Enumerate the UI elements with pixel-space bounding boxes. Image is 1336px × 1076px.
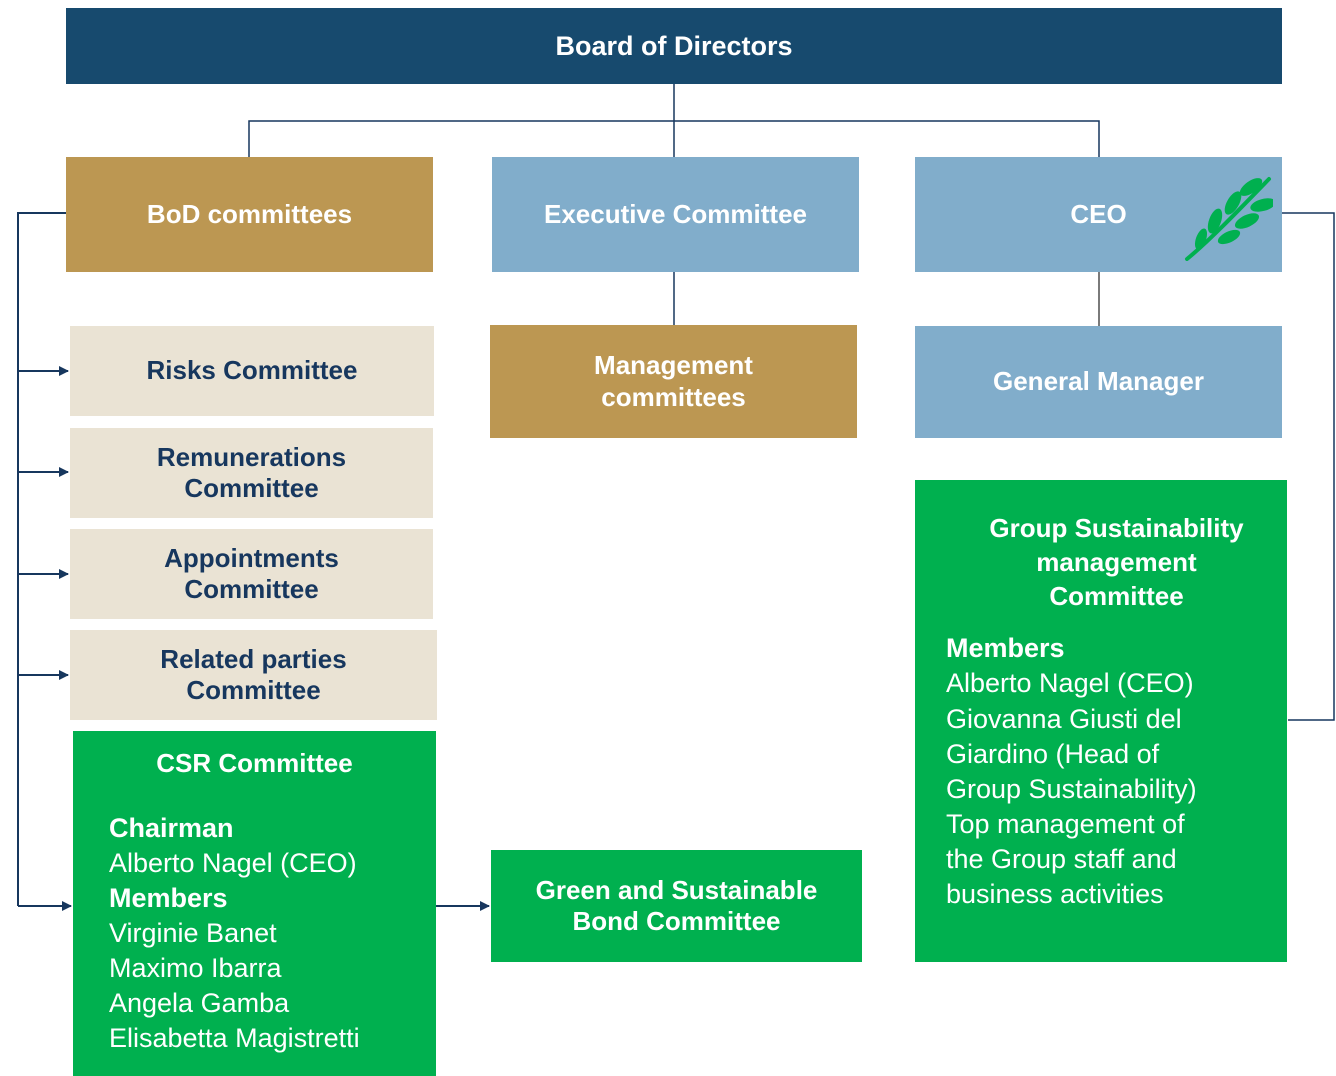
board-of-directors-box: Board of Directors bbox=[66, 8, 1282, 84]
related-parties-committee-box: Related parties Committee bbox=[70, 630, 437, 720]
general-manager-label: General Manager bbox=[993, 366, 1204, 397]
csr-member: Elisabetta Magistretti bbox=[109, 1023, 360, 1054]
related-parties-committee-line1: Related parties bbox=[160, 643, 347, 674]
group-sustainability-member-line: the Group staff and bbox=[946, 843, 1177, 874]
csr-member: Angela Gamba bbox=[109, 988, 290, 1019]
bod-committees-arrows bbox=[18, 366, 72, 911]
ceo-box: CEO bbox=[915, 157, 1282, 272]
group-sustainability-member-line: Giovanna Giusti del bbox=[946, 703, 1182, 734]
management-committees-box: Management committees bbox=[490, 325, 857, 438]
csr-members-heading: Members bbox=[109, 882, 228, 913]
green-bond-committee-line2: Bond Committee bbox=[572, 906, 781, 936]
group-sustainability-member-line: Giardino (Head of bbox=[946, 738, 1160, 769]
executive-committee-label: Executive Committee bbox=[544, 198, 807, 229]
green-bond-committee-line1: Green and Sustainable bbox=[535, 874, 818, 905]
group-sustainability-title-line: management bbox=[1036, 546, 1197, 577]
risks-committee-box: Risks Committee bbox=[70, 326, 434, 416]
group-sustainability-title: Group Sustainability management Committe… bbox=[915, 512, 1287, 613]
csr-member: Maximo Ibarra bbox=[109, 953, 282, 984]
appointments-committee-box: Appointments Committee bbox=[70, 529, 433, 619]
appointments-committee-line2: Committee bbox=[184, 574, 319, 604]
bod-committees-trunk bbox=[17, 212, 66, 906]
bod-committees-box: BoD committees bbox=[66, 157, 433, 272]
leaf-branch-icon bbox=[1181, 171, 1276, 261]
group-sustainability-title-line: Committee bbox=[1049, 580, 1184, 611]
csr-chairman-heading: Chairman bbox=[109, 812, 234, 843]
general-manager-box: General Manager bbox=[915, 326, 1282, 438]
csr-committee-box: CSR Committee Chairman Alberto Nagel (CE… bbox=[73, 731, 436, 1076]
management-committees-line2: committees bbox=[601, 381, 746, 412]
management-committees-line1: Management bbox=[594, 350, 753, 381]
group-sustainability-member-line: Group Sustainability) bbox=[946, 773, 1197, 804]
group-sustainability-title-line: Group Sustainability bbox=[989, 513, 1244, 543]
group-sustainability-member-line: Alberto Nagel (CEO) bbox=[946, 668, 1194, 699]
group-sustainability-member-line: Top management of bbox=[946, 808, 1185, 839]
csr-member: Virginie Banet bbox=[109, 918, 277, 949]
board-of-directors-label: Board of Directors bbox=[555, 30, 793, 61]
risks-committee-label: Risks Committee bbox=[146, 355, 358, 386]
bod-committees-label: BoD committees bbox=[146, 198, 353, 229]
ceo-to-group-sustainability-connector bbox=[1282, 212, 1335, 721]
remunerations-committee-box: Remunerations Committee bbox=[70, 428, 433, 518]
group-sustainability-member-line: business activities bbox=[946, 879, 1164, 910]
green-bond-committee-box: Green and Sustainable Bond Committee bbox=[491, 850, 862, 962]
executive-committee-box: Executive Committee bbox=[492, 157, 859, 272]
board-connector bbox=[248, 84, 1100, 157]
csr-chairman-name: Alberto Nagel (CEO) bbox=[109, 847, 357, 878]
ceo-label: CEO bbox=[1070, 198, 1127, 229]
appointments-committee-line1: Appointments bbox=[164, 542, 339, 573]
group-sustainability-committee-box: Group Sustainability management Committe… bbox=[915, 480, 1287, 962]
group-sustainability-members-heading: Members bbox=[946, 633, 1065, 664]
related-parties-committee-line2: Committee bbox=[186, 675, 321, 705]
csr-committee-title: CSR Committee bbox=[156, 748, 353, 778]
remunerations-committee-line2: Committee bbox=[184, 473, 319, 503]
remunerations-committee-line1: Remunerations bbox=[156, 441, 347, 472]
